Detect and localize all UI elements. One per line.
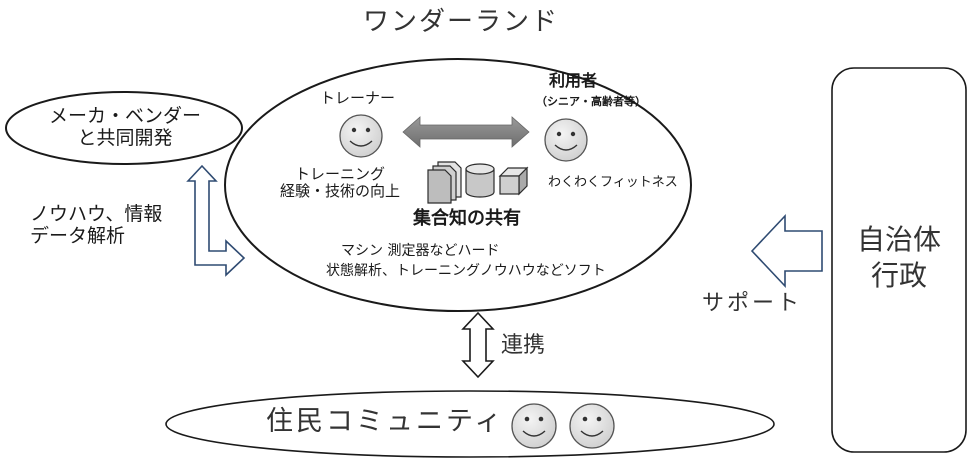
- software-line: 状態解析、トレーニングノウハウなどソフト: [326, 263, 606, 279]
- maker-label: メーカ・ベンダー と共同開発: [30, 105, 220, 150]
- government-label: 自治体 行政: [842, 222, 956, 295]
- support-label: サポート: [702, 291, 803, 316]
- trainer-face-icon: [339, 114, 383, 158]
- trainer-caption-line2: 経験・技術の向上: [279, 182, 400, 201]
- knowhow-label: ノウハウ、情報 データ解析: [30, 203, 163, 248]
- cooperation-arrow: [461, 311, 495, 379]
- government-box: [831, 67, 967, 453]
- user-sublabel: （シニア・高齢者等）: [536, 95, 646, 108]
- maker-ellipse: [5, 91, 243, 165]
- resident-face-icon-2: [569, 403, 615, 449]
- database-cylinder-icon: [465, 163, 495, 198]
- maker-to-center-arrow: [186, 164, 246, 277]
- user-label: 利用者: [549, 71, 598, 90]
- document-stack-icon: [427, 161, 462, 204]
- knowhow-label-line1: ノウハウ、情報: [30, 203, 163, 225]
- maker-label-line2: と共同開発: [77, 126, 173, 149]
- support-arrow: [750, 213, 823, 289]
- shared-knowledge-label: 集合知の共有: [413, 208, 521, 229]
- cube-icon: [498, 166, 529, 196]
- resident-face-icon-1: [511, 403, 557, 449]
- user-face-icon: [544, 118, 588, 162]
- community-ellipse: [165, 390, 775, 458]
- cooperation-label: 連携: [501, 333, 546, 358]
- diagram-title: ワンダーランド: [363, 7, 560, 37]
- community-label: 住民コミュニティ: [266, 406, 505, 437]
- user-caption: わくわくフィットネス: [548, 175, 678, 190]
- hardware-line: マシン 測定器などハード: [341, 243, 500, 259]
- government-label-line1: 自治体: [856, 223, 941, 256]
- trainer-label: トレーナー: [320, 89, 396, 107]
- government-label-line2: 行政: [870, 259, 927, 293]
- knowhow-label-line2: データ解析: [30, 224, 126, 247]
- trainer-caption-line1: トレーニング: [294, 165, 385, 183]
- trainer-caption: トレーニング 経験・技術の向上: [265, 165, 415, 201]
- maker-label-line1: メーカ・ベンダー: [48, 105, 201, 127]
- trainer-user-exchange-arrow: [402, 116, 530, 148]
